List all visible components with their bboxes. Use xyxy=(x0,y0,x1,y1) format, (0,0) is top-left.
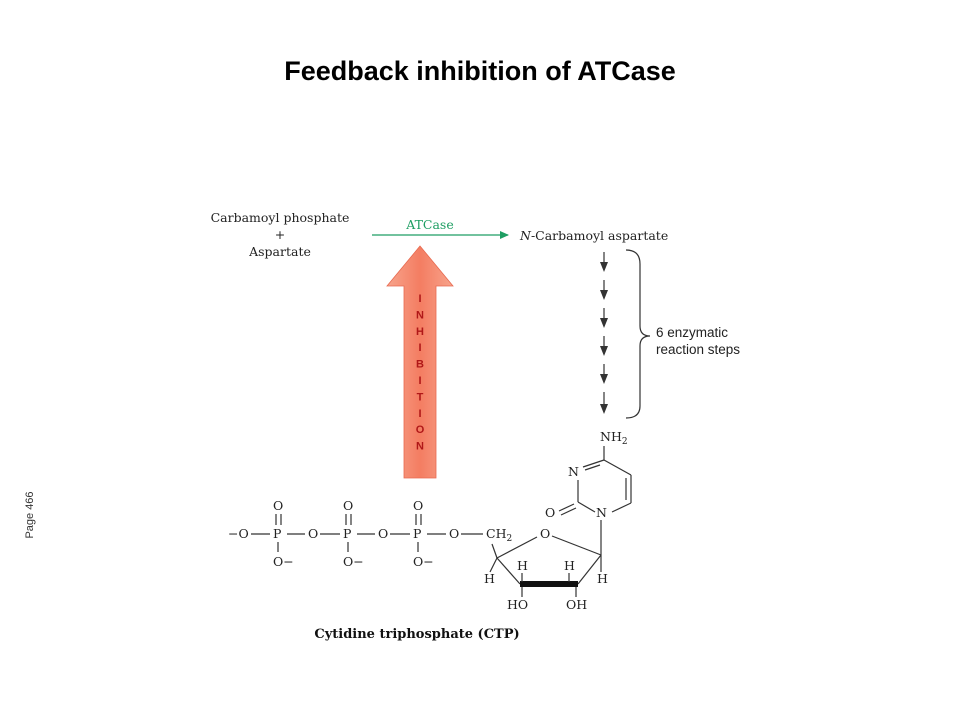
triphosphate-chain: −O P O O− O P O O− O P O xyxy=(228,498,512,569)
steps-label-line1: 6 enzymatic xyxy=(656,325,728,340)
step-arrow xyxy=(600,252,608,272)
ring-oxygen: O xyxy=(540,526,550,541)
inhibition-letter: N xyxy=(416,441,424,453)
hydrogen-c2: H xyxy=(564,558,575,573)
ring-nitrogen-3: N xyxy=(568,464,579,479)
amino-group-label: NH2 xyxy=(600,429,628,447)
oxygen-gamma-top: O xyxy=(273,498,283,513)
carbonyl-oxygen: O xyxy=(545,505,555,520)
inhibition-letter: I xyxy=(418,408,421,420)
n-carbamoyl-aspartate-label: N-Carbamoyl aspartate xyxy=(519,228,668,243)
inhibition-letter: O xyxy=(416,424,425,436)
cytosine-ring: NH2 N O N xyxy=(545,429,632,555)
atcase-enzyme-label: ATCase xyxy=(405,217,454,232)
phosphorus-gamma: P xyxy=(273,526,281,541)
slide-title: Feedback inhibition of ATCase xyxy=(284,56,676,86)
inhibition-letter: I xyxy=(418,375,421,387)
enzymatic-steps-arrows xyxy=(600,252,608,414)
hydrogen-c1: H xyxy=(597,571,608,586)
aspartate-label: Aspartate xyxy=(248,244,311,259)
atcase-step: ATCase xyxy=(372,217,509,239)
steps-brace xyxy=(625,249,651,419)
inhibition-letter: I xyxy=(418,293,421,305)
oxygen-beta-top: O xyxy=(343,498,353,513)
inhibition-letter: N xyxy=(416,309,424,321)
reaction-substrates: Carbamoyl phosphate + Aspartate xyxy=(211,210,350,259)
inhibition-letter: T xyxy=(417,391,424,403)
hydrogen-c4: H xyxy=(484,571,495,586)
hydrogen-c3: H xyxy=(517,558,528,573)
bridge-oxygen-2: O xyxy=(378,526,388,541)
inhibition-letter: H xyxy=(416,326,424,338)
hydroxyl-3: HO xyxy=(507,597,528,612)
ctp-structure: NH2 N O N O H H xyxy=(228,429,632,642)
inhibition-letter: I xyxy=(418,342,421,354)
phosphorus-alpha: P xyxy=(413,526,421,541)
ctp-caption: Cytidine triphosphate (CTP) xyxy=(314,627,519,642)
ribose-ring: O H H H H HO OH xyxy=(484,526,608,612)
ring-nitrogen-1: N xyxy=(596,505,607,520)
bridge-oxygen-1: O xyxy=(308,526,318,541)
oxygen-beta-bottom: O− xyxy=(343,554,364,569)
hydroxyl-2: OH xyxy=(566,597,587,612)
terminal-oxygen: −O xyxy=(228,526,249,541)
oxygen-alpha-bottom: O− xyxy=(413,554,434,569)
step-arrow xyxy=(600,308,608,328)
step-arrow xyxy=(600,364,608,384)
plus-sign: + xyxy=(275,227,285,242)
step-arrow xyxy=(600,392,608,414)
step-arrow xyxy=(600,336,608,356)
inhibition-letter: B xyxy=(416,359,424,371)
oxygen-gamma-bottom: O− xyxy=(273,554,294,569)
oxygen-alpha-top: O xyxy=(413,498,423,513)
step-arrow xyxy=(600,280,608,300)
bridge-oxygen-3: O xyxy=(449,526,459,541)
ch2-group: CH2 xyxy=(486,526,512,544)
phosphorus-beta: P xyxy=(343,526,351,541)
carbamoyl-phosphate-label: Carbamoyl phosphate xyxy=(211,210,350,225)
steps-label-line2: reaction steps xyxy=(656,342,740,357)
